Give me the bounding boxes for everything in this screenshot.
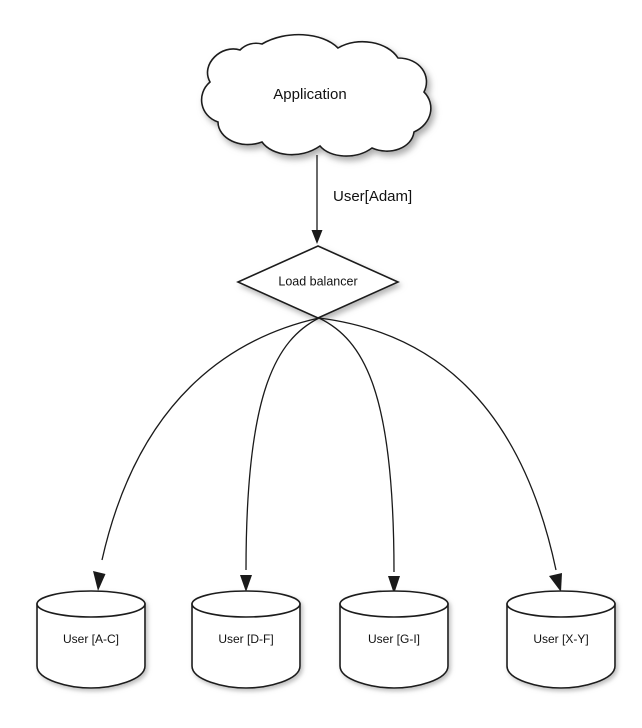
- arrow-head-app-lb: [311, 230, 323, 244]
- cloud-shape: [200, 33, 432, 157]
- cylinder-body-1: [191, 603, 301, 689]
- cylinder-top-1: [191, 590, 301, 618]
- edge-curve-gi: [318, 317, 395, 573]
- edge-lb-to-db-gi: [318, 317, 400, 594]
- node-load-balancer[interactable]: Load balancer: [236, 245, 400, 319]
- edge-curve-xy: [318, 317, 557, 571]
- cylinder-top-3: [506, 590, 616, 618]
- cylinder-body-2: [339, 603, 449, 689]
- node-application[interactable]: Application: [200, 33, 432, 157]
- cylinder-top-2: [339, 590, 449, 618]
- edge-lb-to-db-ac: [93, 317, 320, 591]
- application-label: Application: [273, 86, 346, 103]
- edge-lb-to-db-xy: [318, 317, 562, 592]
- database-label-1: User [D-F]: [218, 632, 273, 646]
- database-label-2: User [G-I]: [368, 632, 420, 646]
- arrow-head-df: [240, 575, 252, 592]
- database-label-3: User [X-Y]: [533, 632, 588, 646]
- node-database-0[interactable]: User [A-C]: [36, 590, 146, 689]
- edge-curve-df: [245, 317, 320, 571]
- edge-curve-ac: [101, 317, 320, 561]
- edge-lb-to-db-df: [240, 317, 320, 592]
- database-label-0: User [A-C]: [63, 632, 119, 646]
- node-database-3[interactable]: User [X-Y]: [506, 590, 616, 689]
- load-balancer-label: Load balancer: [278, 274, 357, 288]
- cylinder-body-3: [506, 603, 616, 689]
- arrow-head-gi: [388, 576, 400, 594]
- node-database-2[interactable]: User [G-I]: [339, 590, 449, 689]
- node-database-1[interactable]: User [D-F]: [191, 590, 301, 689]
- edge-application-to-load-balancer: User[Adam]: [311, 155, 412, 244]
- edge-label-user-adam: User[Adam]: [333, 188, 412, 205]
- cylinder-body-0: [36, 603, 146, 689]
- arrow-head-xy: [549, 573, 562, 592]
- arrow-head-ac: [93, 571, 106, 591]
- cylinder-top-0: [36, 590, 146, 618]
